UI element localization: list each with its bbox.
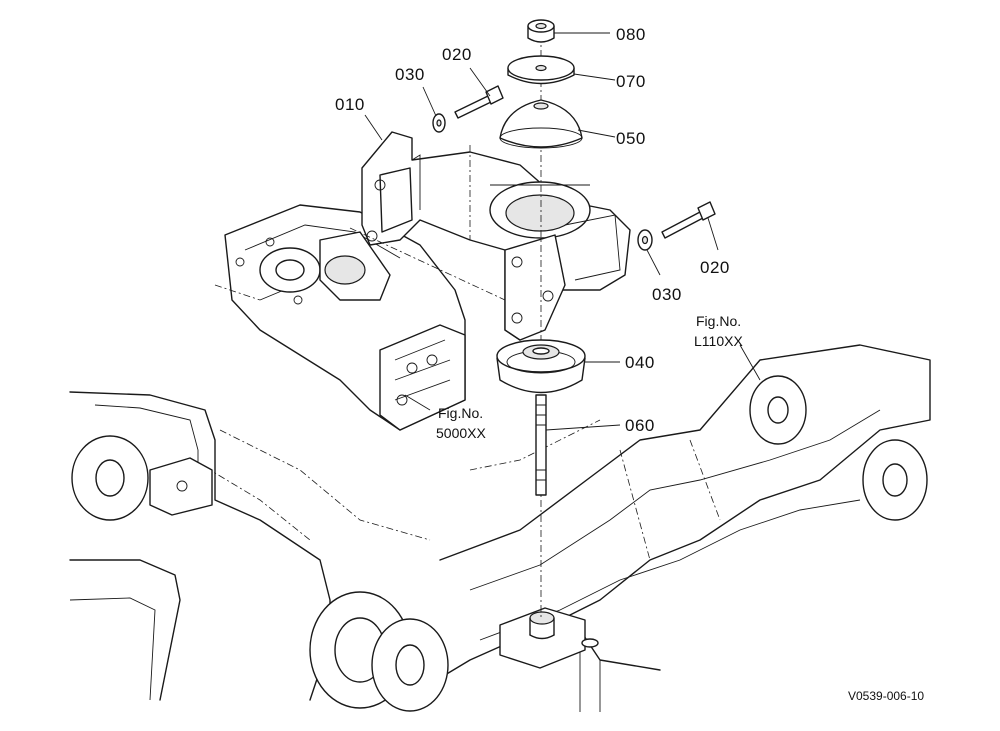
part-label-050: 050 [616, 129, 646, 148]
washer-070 [507, 55, 575, 85]
engine-block [214, 204, 466, 431]
part-label-080: 080 [616, 25, 646, 44]
chassis-frame [69, 344, 931, 712]
fig-ref-frame: Fig.No. L110XX [694, 313, 743, 349]
stopper-050 [499, 99, 583, 149]
part-label-010: 010 [335, 95, 365, 114]
part-label-040: 040 [625, 353, 655, 372]
engine-mount-bracket [349, 131, 631, 341]
bolt-020-upper [454, 85, 504, 119]
fig-ref-frame-code: L110XX [694, 333, 743, 349]
part-label-020-lower: 020 [700, 258, 730, 277]
bolt-020-lower [661, 201, 716, 239]
part-label-030-lower: 030 [652, 285, 682, 304]
nut-080 [527, 19, 555, 43]
part-label-070: 070 [616, 72, 646, 91]
stud-060 [535, 394, 547, 496]
cushion-040 [496, 339, 586, 394]
washer-030-upper [432, 113, 446, 133]
part-label-020-upper: 020 [442, 45, 472, 64]
fig-ref-engine: Fig.No. 5000XX [436, 405, 486, 441]
part-label-060: 060 [625, 416, 655, 435]
fig-ref-engine-title: Fig.No. [438, 405, 483, 421]
leader-lines [364, 32, 761, 431]
fig-ref-frame-title: Fig.No. [696, 313, 741, 329]
part-label-030-upper: 030 [395, 65, 425, 84]
part-labels: 080 070 050 020 030 010 020 030 040 060 [335, 25, 730, 435]
drawing-id: V0539-006-10 [848, 689, 924, 703]
fig-ref-engine-code: 5000XX [436, 425, 486, 441]
washer-030-lower [637, 229, 653, 251]
